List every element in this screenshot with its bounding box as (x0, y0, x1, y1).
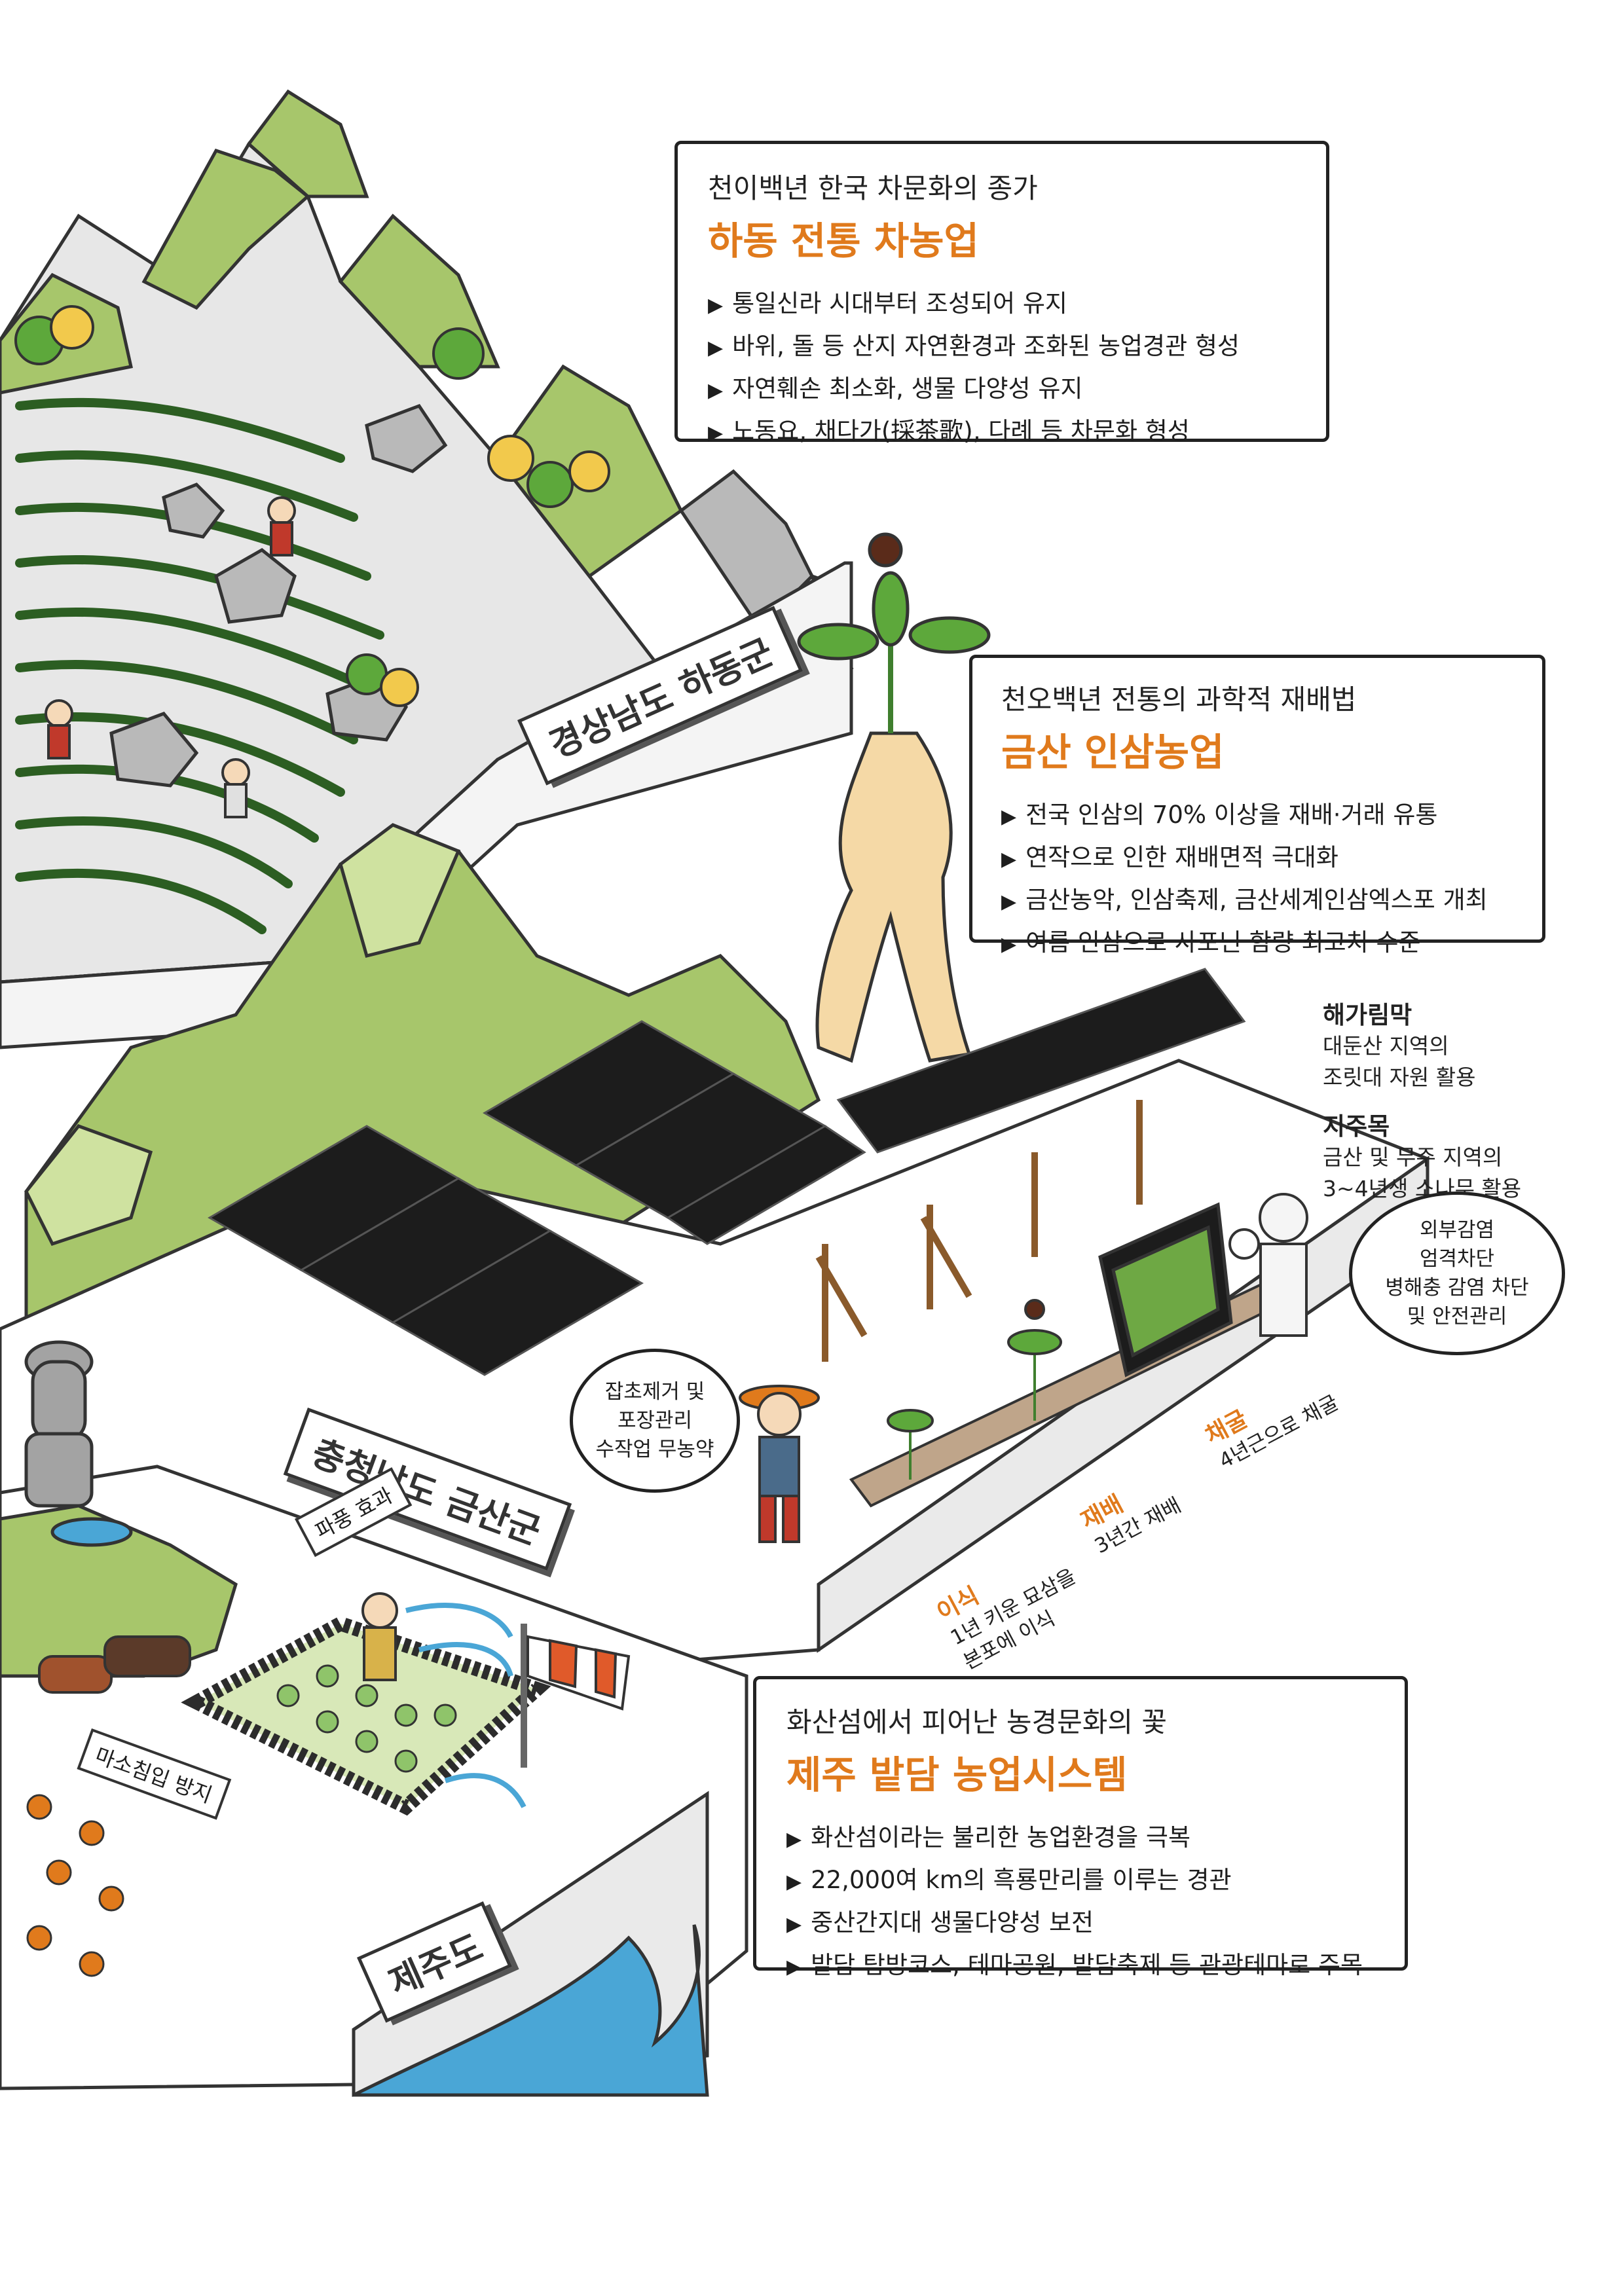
geumsan-bullet: 연작으로 인한 재배면적 극대화 (1001, 837, 1513, 880)
ginseng-root-illustration (797, 532, 991, 1063)
volcanic-island (0, 1504, 238, 1678)
label-support-post-desc: 금산 및 무주 지역의 (1323, 1144, 1503, 1170)
batdam-stone-wall (181, 1616, 551, 1816)
geumsan-bullet-list: 전국 인삼의 70% 이상을 재배·거래 유통 연작으로 인한 재배면적 극대화… (1001, 795, 1513, 965)
label-shade-screen: 해가림막 대둔산 지역의 조릿대 자원 활용 (1323, 995, 1476, 1093)
windsock (521, 1624, 631, 1768)
hadong-bullet: 노동요, 채다가(採茶歌), 다례 등 차문화 형성 (708, 411, 1296, 454)
label-support-post-head: 지주목 (1323, 1112, 1390, 1140)
ocean-wave (352, 1924, 709, 2097)
bubble-line: 수작업 무농약 (595, 1438, 714, 1461)
bubble-line: 잡초제거 및 (604, 1380, 705, 1404)
jeju-subtitle: 화산섬에서 피어난 농경문화의 꽃 (786, 1706, 1168, 1738)
livestock (38, 1635, 191, 1694)
hadong-bullet: 바위, 돌 등 산지 자연환경과 조화된 농업경관 형성 (708, 326, 1296, 369)
label-support-post: 지주목 금산 및 무주 지역의 3~4년생 소나무 활용 (1323, 1106, 1521, 1205)
geumsan-bullet: 금산농악, 인삼축제, 금산세계인삼엑스포 개최 (1001, 880, 1513, 922)
jeju-bullet: 중산간지대 생물다양성 보전 (786, 1903, 1375, 1945)
bubble-line: 외부감염 (1419, 1218, 1495, 1242)
geumsan-subtitle: 천오백년 전통의 과학적 재배법 (1001, 683, 1357, 716)
jeju-callout: 화산섬에서 피어난 농경문화의 꽃 제주 밭담 농업시스템 화산섬이라는 불리한… (753, 1676, 1408, 1979)
ginseng-shade-rows (208, 968, 1246, 1376)
ginseng-seedlings (887, 1299, 1062, 1480)
hadong-bullet: 자연훼손 최소화, 생물 다양성 유지 (708, 369, 1296, 411)
label-shade-screen-desc: 조릿대 자원 활용 (1323, 1065, 1476, 1090)
bubble-weeding: 잡초제거 및 포장관리 수작업 무농약 (570, 1349, 740, 1493)
cabbage-field (276, 1664, 457, 1773)
radish-crops (26, 1794, 124, 1977)
geumsan-callout: 천오백년 전통의 과학적 재배법 금산 인삼농업 전국 인삼의 70% 이상을 … (969, 655, 1545, 957)
hadong-bullet: 통일신라 시대부터 조성되어 유지 (708, 283, 1296, 326)
hadong-title: 하동 전통 차농업 (708, 219, 979, 263)
hadong-bullet-list: 통일신라 시대부터 조성되어 유지 바위, 돌 등 산지 자연환경과 조화된 농… (708, 283, 1296, 454)
label-shade-screen-head: 해가림막 (1323, 1001, 1412, 1029)
inspector-figure (1228, 1193, 1308, 1337)
jeju-bullet: 화산섬이라는 불리한 농업환경을 극복 (786, 1817, 1375, 1860)
bubble-line: 엄격차단 (1419, 1247, 1495, 1271)
bubble-line: 및 안전관리 (1407, 1305, 1507, 1328)
geumsan-title: 금산 인삼농업 (1001, 730, 1225, 774)
support-posts (815, 1100, 1143, 1362)
jeju-title: 제주 밭담 농업시스템 (786, 1753, 1128, 1797)
geumsan-bullet: 전국 인삼의 70% 이상을 재배·거래 유통 (1001, 795, 1513, 837)
ginseng-display-board (1098, 1202, 1233, 1377)
jeju-bullet: 밭담 탐방코스, 테마공원, 밭담축제 등 관광테마로 주목 (786, 1945, 1375, 1988)
tea-pickers (45, 496, 296, 818)
rocks (109, 403, 448, 788)
bubble-line: 포장관리 (617, 1409, 693, 1432)
farmer-figure (739, 1385, 820, 1543)
wind-gusts (405, 1603, 526, 1808)
trees (14, 305, 610, 707)
jeju-bullet: 22,000여 km의 흑룡만리를 이루는 경관 (786, 1860, 1375, 1903)
bubble-infection-control: 외부감염 엄격차단 병해충 감염 차단 및 안전관리 (1349, 1192, 1565, 1355)
geumsan-bullet: 여름 인삼으로 사포닌 함량 최고치 수준 (1001, 922, 1513, 965)
hadong-callout: 천이백년 한국 차문화의 종가 하동 전통 차농업 통일신라 시대부터 조성되어… (674, 141, 1329, 445)
jeju-farmer (361, 1592, 398, 1681)
label-shade-screen-desc: 대둔산 지역의 (1323, 1033, 1449, 1059)
dol-hareubang-statue (24, 1340, 94, 1508)
bubble-line: 병해충 감염 차단 (1385, 1276, 1529, 1300)
jeju-bullet-list: 화산섬이라는 불리한 농업환경을 극복 22,000여 km의 흑룡만리를 이루… (786, 1817, 1375, 1988)
hadong-subtitle: 천이백년 한국 차문화의 종가 (708, 172, 1038, 204)
